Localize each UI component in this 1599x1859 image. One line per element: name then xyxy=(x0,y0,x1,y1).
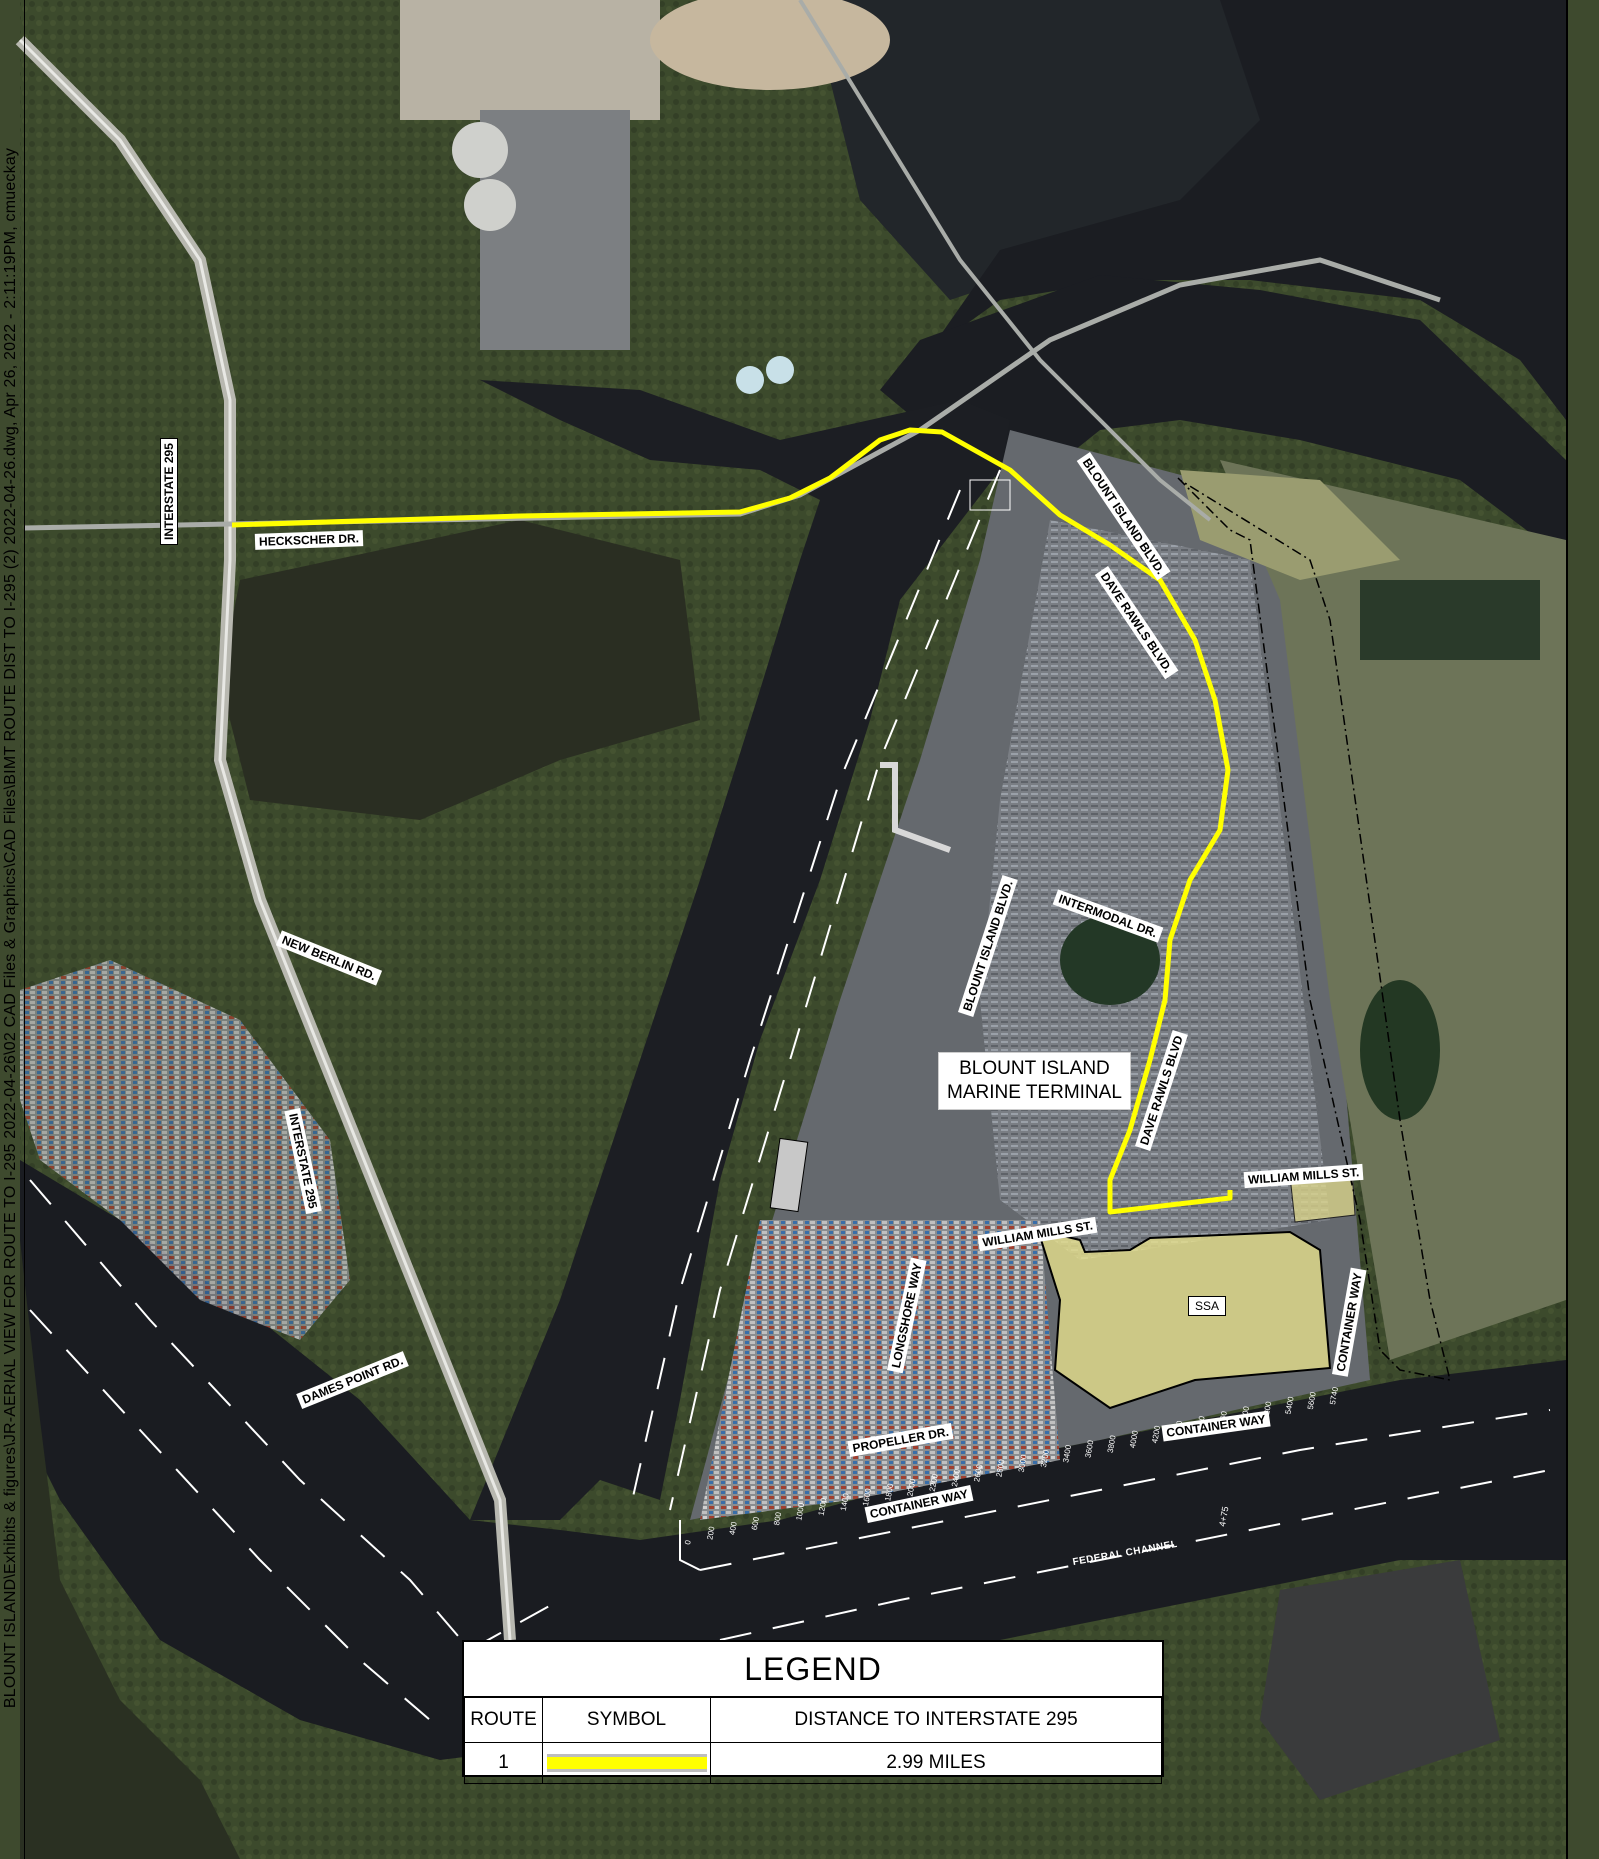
dock-outline xyxy=(969,479,1011,511)
berth-station-label: 4000 xyxy=(1128,1429,1140,1449)
berth-station-label: 2600 xyxy=(972,1463,984,1483)
route-1-line[interactable] xyxy=(231,427,1233,1215)
intermodal-pond xyxy=(1060,915,1160,1005)
berth-station-label: 3600 xyxy=(1083,1439,1095,1459)
dames-point-yard xyxy=(20,960,350,1340)
legend-row: 1 2.99 MILES xyxy=(464,1742,1162,1784)
channel-marker-label: 4+75 xyxy=(1217,1506,1230,1528)
berth-station-label: 3000 xyxy=(1017,1453,1029,1473)
river-bend xyxy=(880,275,1566,560)
back-channel xyxy=(470,380,1010,1520)
channel-corner xyxy=(679,1520,701,1571)
legend-symbol-cell xyxy=(542,1742,711,1784)
retention-pond-north xyxy=(650,0,890,90)
blount-island-blvd-road xyxy=(798,0,1212,522)
berth-station-label: 1000 xyxy=(794,1502,806,1522)
berth-station-label: 5400 xyxy=(1284,1395,1296,1415)
berth-station-label: 2800 xyxy=(994,1458,1006,1478)
frame-left-border xyxy=(24,0,25,1859)
legend-title: LEGEND xyxy=(464,1642,1162,1697)
berth-station-label: 800 xyxy=(772,1511,783,1526)
marsh-west xyxy=(220,520,700,820)
terminal-name-label: BLOUNT ISLAND MARINE TERMINAL xyxy=(938,1052,1131,1110)
legend-header-row: ROUTE SYMBOL DISTANCE TO INTERSTATE 295 xyxy=(464,1697,1162,1743)
berth-station-label: 4200 xyxy=(1150,1424,1162,1444)
dolphin-berth xyxy=(769,1137,809,1213)
container-yard xyxy=(700,1220,1060,1520)
pier xyxy=(880,762,952,853)
interstate-295-centerline xyxy=(18,38,512,1641)
tank xyxy=(452,122,508,178)
cad-file-path: BLOUNT ISLAND\Exhibits & figures\JR-AERI… xyxy=(2,147,19,1709)
frame-right-border xyxy=(1566,0,1568,1859)
route-symbol-line xyxy=(546,1753,707,1772)
river-north xyxy=(930,0,1566,420)
tank xyxy=(464,179,516,231)
legend-col-symbol: SYMBOL xyxy=(542,1697,711,1743)
berth-station-label: 2200 xyxy=(928,1473,940,1493)
berth-station-label: 2400 xyxy=(950,1468,962,1488)
ssa-area[interactable] xyxy=(1036,1228,1332,1410)
terminal-name-line2: MARINE TERMINAL xyxy=(947,1082,1122,1103)
berth-station-label: 2000 xyxy=(906,1477,918,1497)
berth-station-label: 1600 xyxy=(861,1487,873,1507)
tank xyxy=(736,366,764,394)
property-boundary xyxy=(1177,477,1452,1381)
berth-station-label: 3400 xyxy=(1061,1444,1073,1464)
berth-station-label: 0 xyxy=(683,1539,693,1545)
legend-distance-value: 2.99 MILES xyxy=(710,1742,1162,1784)
field xyxy=(1180,470,1400,580)
east-land xyxy=(1220,460,1566,1360)
berth-station-label: 5740 xyxy=(1328,1386,1340,1406)
legend-route-number: 1 xyxy=(464,1742,543,1784)
spoil-area xyxy=(1260,1560,1500,1800)
marsh-southwest xyxy=(20,1240,240,1859)
st-johns-river xyxy=(20,1160,1566,1760)
berth-station-label: 3200 xyxy=(1039,1448,1051,1468)
legend-col-route: ROUTE xyxy=(464,1697,543,1743)
berth-station-label: 1800 xyxy=(883,1482,895,1502)
berth-station-label: 1400 xyxy=(839,1492,851,1512)
power-plant-pad xyxy=(400,0,660,120)
ssa-label: SSA xyxy=(1188,1296,1227,1316)
terminal-name-line1: BLOUNT ISLAND xyxy=(959,1058,1110,1079)
berth-station-label: 600 xyxy=(750,1516,761,1531)
legend-col-distance: DISTANCE TO INTERSTATE 295 xyxy=(710,1697,1162,1743)
east-pond-2 xyxy=(1360,980,1440,1120)
label-interstate-295-north: INTERSTATE 295 xyxy=(160,438,178,545)
berth-station-label: 5600 xyxy=(1306,1391,1318,1411)
tank xyxy=(766,356,794,384)
east-pond xyxy=(1360,580,1540,660)
legend: LEGEND ROUTE SYMBOL DISTANCE TO INTERSTA… xyxy=(462,1640,1164,1784)
berth-station-label: 1200 xyxy=(817,1497,829,1517)
berth-station-label: 400 xyxy=(728,1520,739,1535)
berth-station-label: 200 xyxy=(705,1525,716,1540)
berth-station-label: 3800 xyxy=(1106,1434,1118,1454)
legend-table: ROUTE SYMBOL DISTANCE TO INTERSTATE 295 … xyxy=(464,1697,1162,1784)
